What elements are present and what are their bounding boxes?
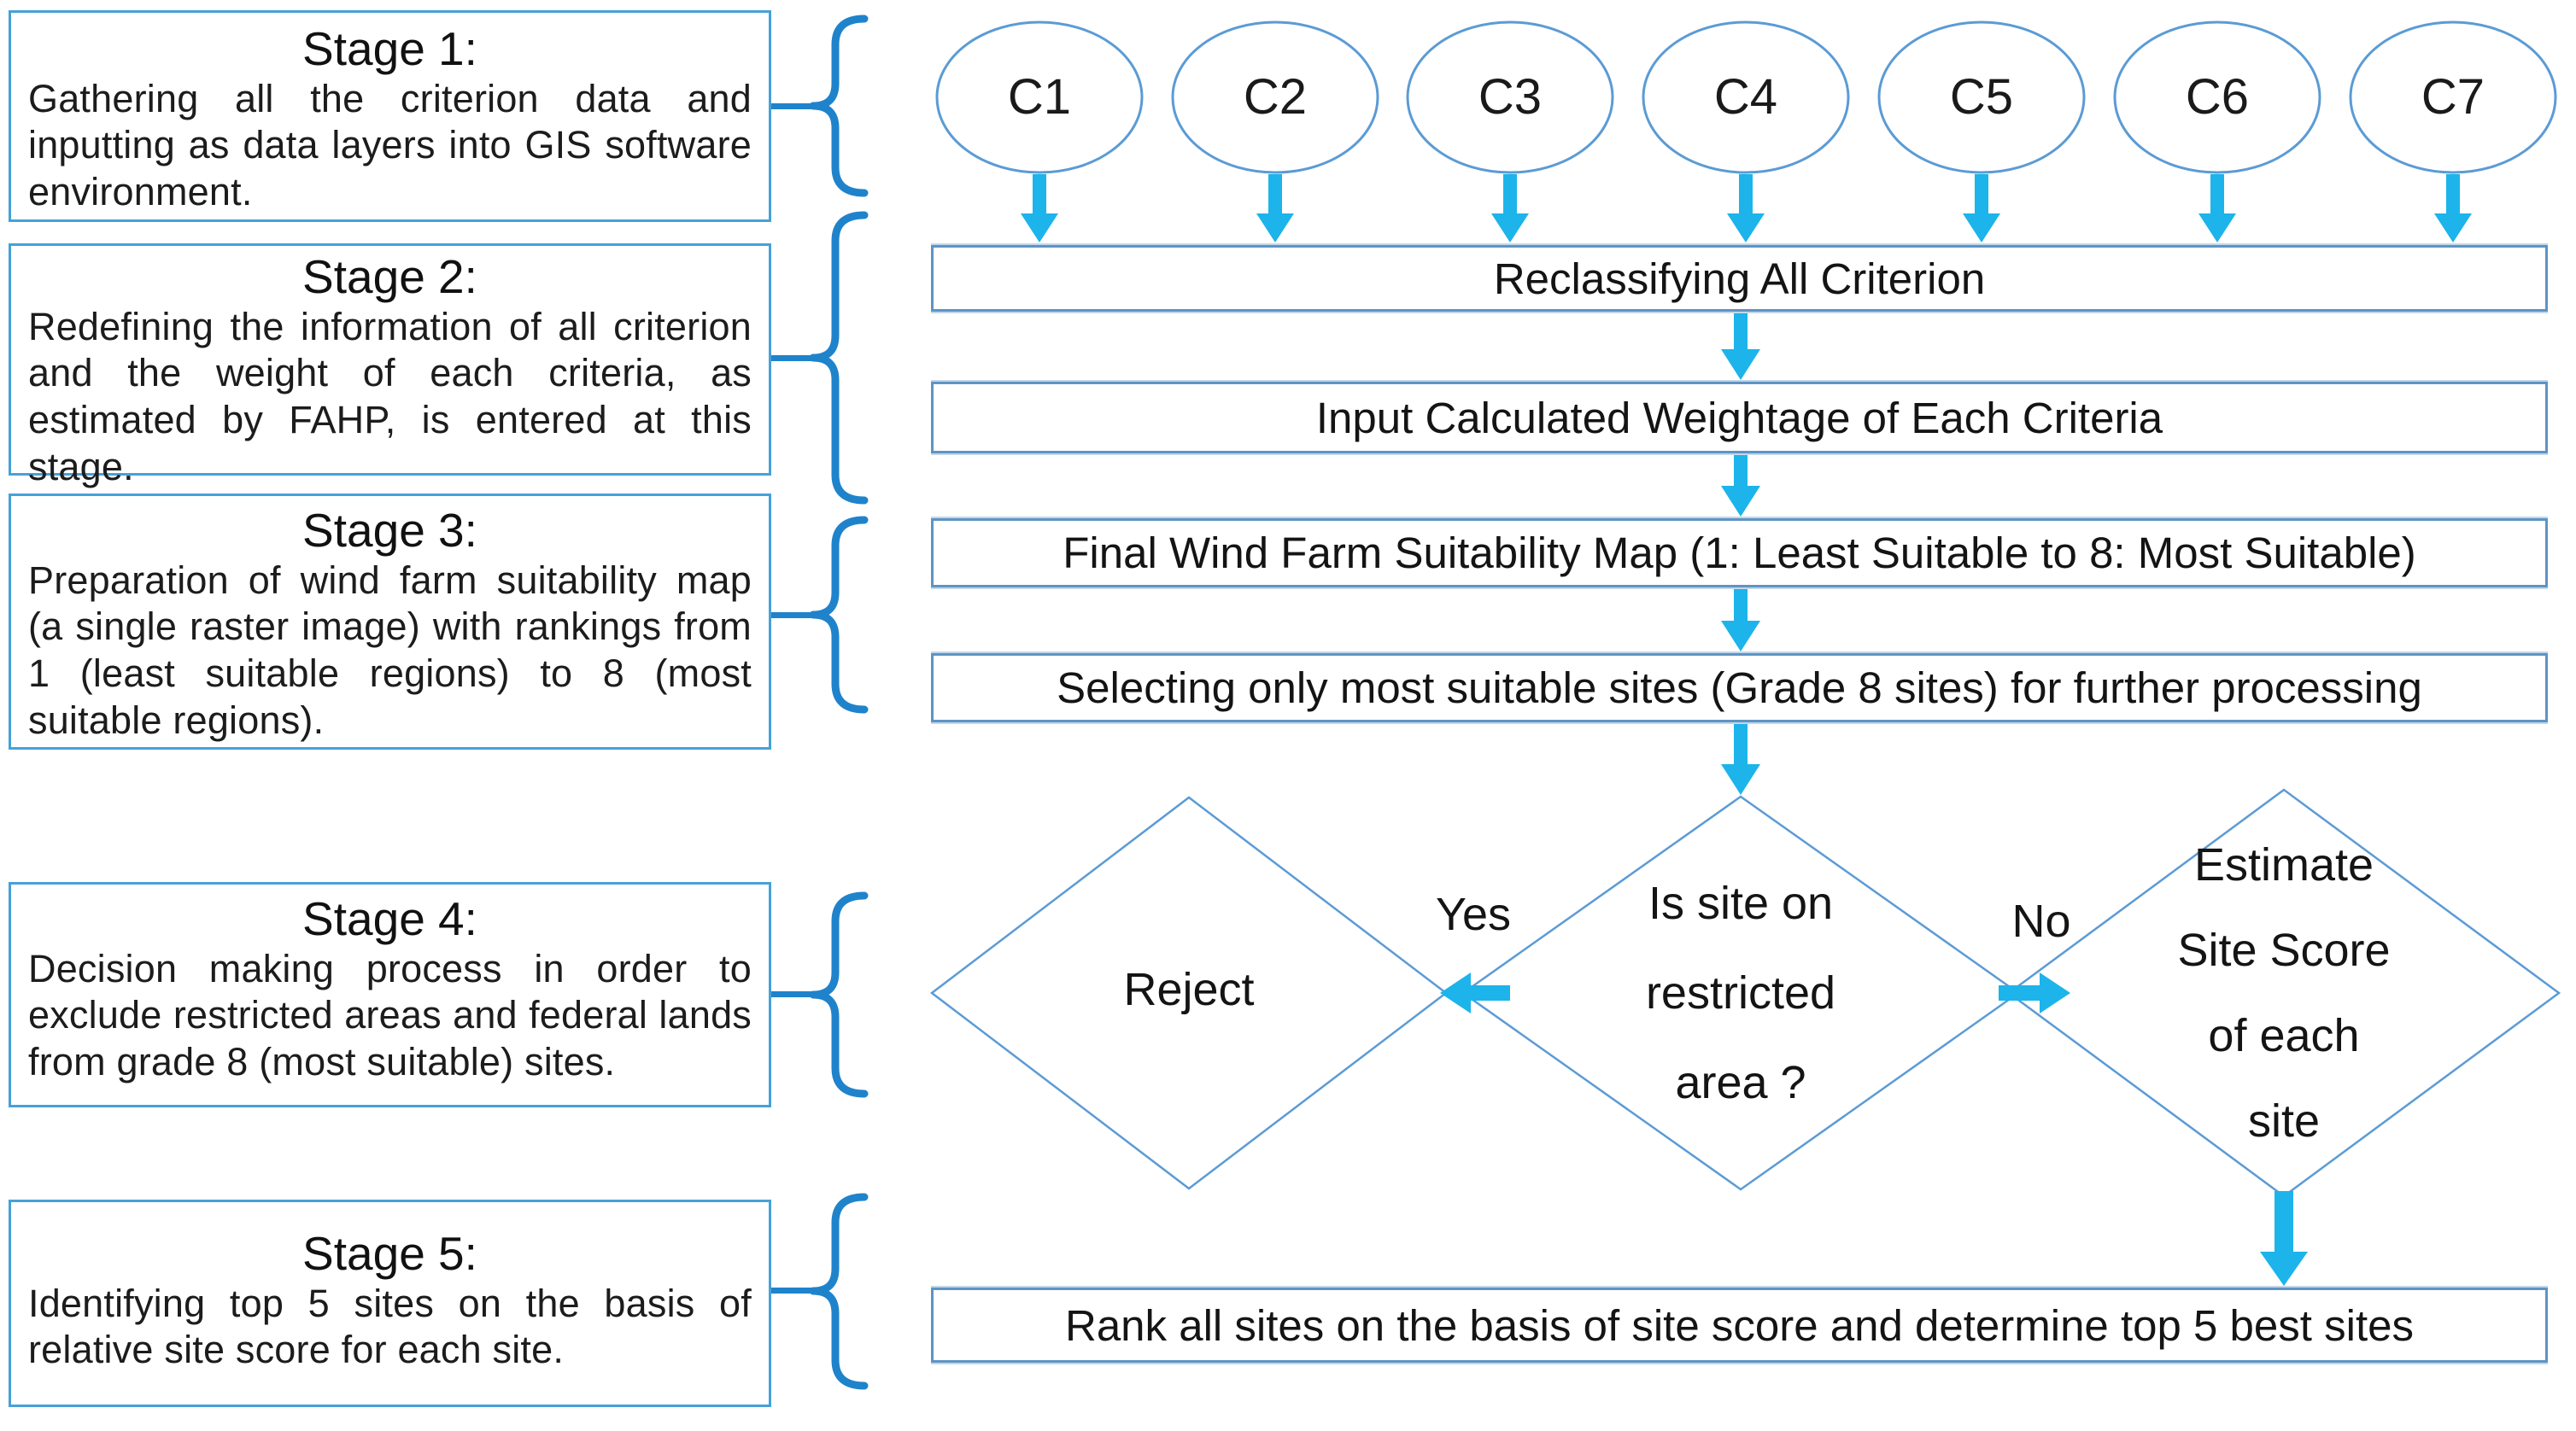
criterion-label-c4: C4 xyxy=(1713,69,1778,125)
criterion-ellipse-c1 xyxy=(935,20,1144,174)
criterion-ellipse-c3 xyxy=(1406,20,1614,174)
stage5-brace xyxy=(809,1193,869,1390)
down-arrow-icon xyxy=(1721,455,1760,517)
stage4-brace xyxy=(809,891,869,1098)
criterion-label-c5: C5 xyxy=(1949,69,2014,125)
criterion-ellipse-c5 xyxy=(1877,20,2086,174)
stage4-description: Decision making process in order to excl… xyxy=(28,946,752,1084)
stage3-box: Stage 3: Preparation of wind farm suitab… xyxy=(9,494,771,750)
down-arrow-icon xyxy=(1021,174,1058,242)
criterion-ellipse-c2 xyxy=(1171,20,1379,174)
stage3-brace xyxy=(809,516,869,714)
stage4-connector xyxy=(769,991,818,997)
down-arrow-icon xyxy=(2434,174,2472,242)
stage5-description: Identifying top 5 sites on the basis of … xyxy=(28,1281,752,1372)
reject-label: Reject xyxy=(1123,964,1255,1015)
yes-branch-label: Yes xyxy=(1435,889,1512,940)
stage1-title: Stage 1: xyxy=(302,22,477,75)
criterion-label-c7: C7 xyxy=(2421,69,2485,125)
criterion-label-c2: C2 xyxy=(1243,69,1308,125)
question-line-3: area ? xyxy=(1675,1057,1806,1108)
criterion-ellipse-c7 xyxy=(2349,20,2557,174)
yes-left-arrow-icon xyxy=(1440,972,1510,1013)
criterion-label-c6: C6 xyxy=(2185,69,2250,125)
criterion-ellipse-c6 xyxy=(2113,20,2321,174)
stage2-box: Stage 2: Redefining the information of a… xyxy=(9,243,771,488)
estimate-score-label: Estimate Site Score of each site xyxy=(2113,822,2455,1164)
stage3-connector xyxy=(769,612,818,618)
stage2-title: Stage 2: xyxy=(302,250,477,303)
down-arrow-icon xyxy=(1491,174,1529,242)
stage5-title: Stage 5: xyxy=(302,1227,477,1280)
suitability-map-box: Final Wind Farm Suitability Map (1: Leas… xyxy=(931,518,2548,587)
reclassify-box: Reclassifying All Criterion xyxy=(931,245,2548,312)
estimate-line-1: Estimate xyxy=(2193,839,2374,891)
no-branch-label: No xyxy=(2011,896,2071,947)
stage3-description: Preparation of wind farm suitability map… xyxy=(28,558,752,743)
down-arrow-icon xyxy=(1963,174,2000,242)
estimate-line-2: Site Score xyxy=(2177,925,2391,976)
down-arrow-icon xyxy=(1721,312,1760,380)
question-line-1: Is site on xyxy=(1648,878,1834,929)
criterion-ellipse-c4 xyxy=(1642,20,1850,174)
estimate-line-4: site xyxy=(2247,1095,2321,1147)
stage2-description: Redefining the information of all criter… xyxy=(28,304,752,489)
stage1-brace xyxy=(809,15,869,197)
down-arrow-icon xyxy=(1721,724,1760,795)
input-weightage-box: Input Calculated Weightage of Each Crite… xyxy=(931,382,2548,453)
down-arrow-icon xyxy=(1721,589,1760,651)
stage5-box: Stage 5: Identifying top 5 sites on the … xyxy=(9,1200,771,1407)
rank-sites-box: Rank all sites on the basis of site scor… xyxy=(931,1288,2548,1363)
stage5-connector xyxy=(769,1288,818,1294)
select-sites-box: Selecting only most suitable sites (Grad… xyxy=(931,653,2548,722)
select-sites-label: Selecting only most suitable sites (Grad… xyxy=(1057,663,2422,712)
down-arrow-icon xyxy=(1727,174,1765,242)
estimate-line-3: of each xyxy=(2208,1010,2360,1061)
stage2-connector xyxy=(769,355,818,361)
estimate-site-score-diamond xyxy=(2006,788,2561,1198)
stage3-title: Stage 3: xyxy=(302,504,477,557)
restricted-question-label: Is site on restricted area ? xyxy=(1527,859,1954,1128)
input-weightage-label: Input Calculated Weightage of Each Crite… xyxy=(1315,393,2163,442)
suitability-map-label: Final Wind Farm Suitability Map (1: Leas… xyxy=(1063,529,2416,577)
no-right-arrow-icon xyxy=(1999,972,2070,1013)
down-arrow-icon xyxy=(2260,1191,2308,1286)
rank-sites-label: Rank all sites on the basis of site scor… xyxy=(1064,1300,2414,1350)
criterion-label-c1: C1 xyxy=(1007,69,1072,125)
down-arrow-icon xyxy=(2198,174,2236,242)
question-line-2: restricted xyxy=(1645,967,1836,1019)
down-arrow-icon xyxy=(1256,174,1294,242)
stage4-box: Stage 4: Decision making process in orde… xyxy=(9,882,771,1107)
stage4-title: Stage 4: xyxy=(302,892,477,945)
stage1-description: Gathering all the criterion data and inp… xyxy=(28,76,752,214)
reclassify-label: Reclassifying All Criterion xyxy=(1493,254,1986,303)
stage2-brace xyxy=(809,211,869,505)
criterion-label-c3: C3 xyxy=(1478,69,1543,125)
stage1-connector xyxy=(769,103,818,109)
stage1-box: Stage 1: Gathering all the criterion dat… xyxy=(9,10,771,222)
